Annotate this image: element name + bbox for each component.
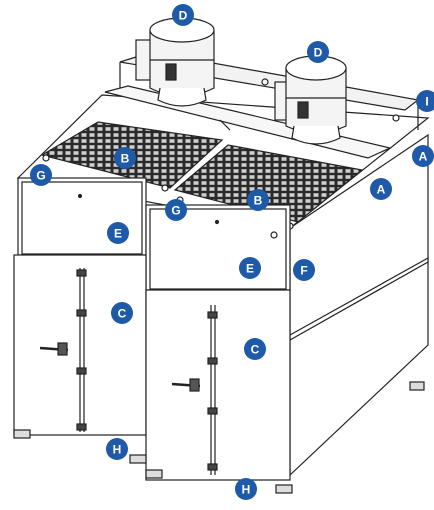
callout-E1: E <box>107 222 129 244</box>
callout-F: F <box>293 259 315 281</box>
callout-C2-label: C <box>251 343 260 357</box>
callout-D1-label: D <box>179 9 188 23</box>
callout-G2: G <box>165 199 187 221</box>
callout-A1: A <box>412 145 434 167</box>
callout-E2: E <box>239 257 261 279</box>
motor-right <box>274 55 347 145</box>
callout-I: I <box>416 90 434 112</box>
callout-B1-label: B <box>121 152 130 166</box>
callout-D1: D <box>172 4 194 26</box>
callout-D2: D <box>307 41 329 63</box>
callout-D2-label: D <box>314 46 323 60</box>
callout-B2: B <box>247 189 269 211</box>
callout-H2-label: H <box>242 483 251 497</box>
callout-F-label: F <box>300 264 307 278</box>
callout-C1-label: C <box>118 307 127 321</box>
callout-E2-label: E <box>246 262 254 276</box>
callout-G1: G <box>30 164 52 186</box>
callout-H1: H <box>106 438 128 460</box>
front-lower-doors <box>13 254 425 494</box>
callout-I-label: I <box>425 95 428 109</box>
callout-A2-label: A <box>377 183 386 197</box>
callout-B1: B <box>114 147 136 169</box>
callout-G1-label: G <box>36 169 45 183</box>
callout-A1-label: A <box>419 150 428 164</box>
callout-H1-label: H <box>113 443 122 457</box>
callout-E1-label: E <box>114 227 122 241</box>
callout-G2-label: G <box>171 204 180 218</box>
callout-C2: C <box>244 338 266 360</box>
callout-B2-label: B <box>254 194 263 208</box>
callout-C1: C <box>111 302 133 324</box>
front-upper-panels <box>17 177 291 291</box>
callout-A2: A <box>370 178 392 200</box>
motor-left <box>135 17 215 107</box>
callout-H2: H <box>235 478 257 500</box>
